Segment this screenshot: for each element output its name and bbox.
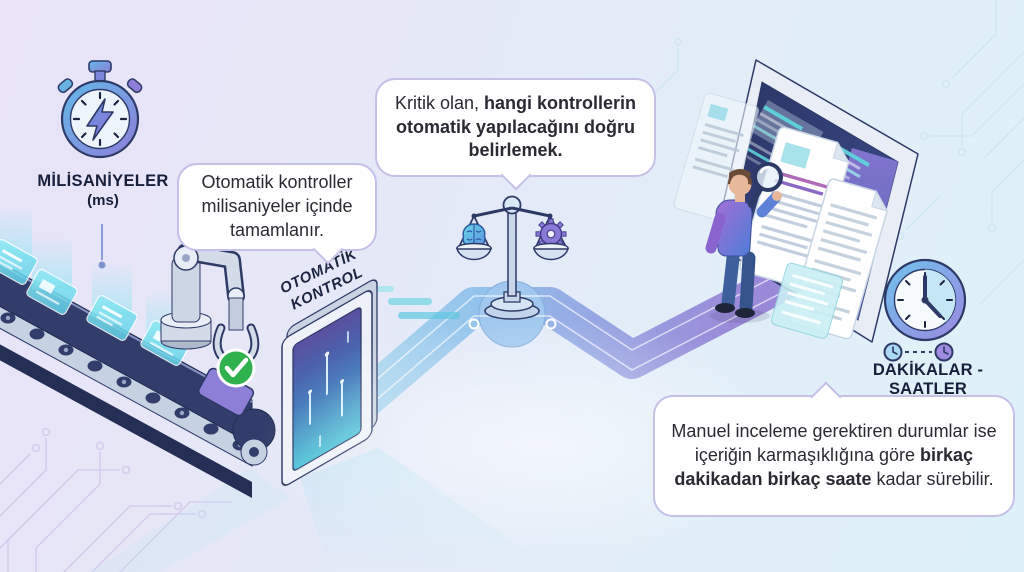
- bubble-auto-text: Otomatik kontroller milisaniyeler içinde…: [201, 172, 353, 240]
- conveyor-belt: [0, 205, 276, 498]
- magnifying-glass-icon: [748, 162, 783, 208]
- bubble-manual-start: Manuel inceleme gerektiren durumlar ise …: [671, 421, 997, 466]
- mini-clock-purple-icon: [934, 342, 954, 362]
- circuit-traces-top-right: [651, 0, 1024, 305]
- speech-bubble-auto-controls: Otomatik kontroller milisaniyeler içinde…: [177, 163, 377, 265]
- belt-rollers: [0, 312, 248, 451]
- bubble-critical-normal: Kritik olan,: [394, 92, 485, 113]
- bubble-manual-end: kadar sürebilir.: [871, 468, 994, 489]
- mini-clock-blue-icon: [883, 342, 903, 362]
- gate-glow-left: [90, 468, 290, 572]
- speech-bubble-critical: Kritik olan, hangi kontrollerin otomatik…: [375, 78, 656, 191]
- automation-gate: [281, 279, 378, 486]
- check-badge-icon: [216, 348, 256, 388]
- bubble-manual-bold: birkaç dakikadan birkaç saate: [674, 445, 974, 489]
- circuit-traces-bottom-left: [0, 427, 232, 572]
- milliseconds-label: MİLİSANİYELER: [37, 172, 169, 190]
- gear-icon: [535, 218, 567, 250]
- gate-glow: [300, 448, 540, 572]
- bubble-critical-bold: hangi kontrollerin otomatik yapılacağını…: [395, 92, 637, 161]
- duration-label: DAKİKALAR - SAATLER: [872, 361, 984, 398]
- flow-path: [313, 244, 839, 447]
- speech-bubble-manual-review: Manuel inceleme gerektiren durumlar ise …: [653, 381, 1015, 517]
- document: [673, 92, 760, 223]
- speed-dashes: [368, 286, 460, 319]
- clock-icon: [883, 258, 967, 342]
- floating-documents: [673, 92, 889, 340]
- milliseconds-unit: (ms): [87, 192, 119, 209]
- hologram-documents: [0, 205, 192, 366]
- reviewer-person: [705, 162, 783, 323]
- balance-scale-icon: [455, 195, 570, 320]
- document: [771, 262, 844, 339]
- robot-arm: [160, 243, 260, 417]
- stopwatch-lightning-icon: [57, 60, 143, 269]
- duration-scale: [883, 342, 954, 362]
